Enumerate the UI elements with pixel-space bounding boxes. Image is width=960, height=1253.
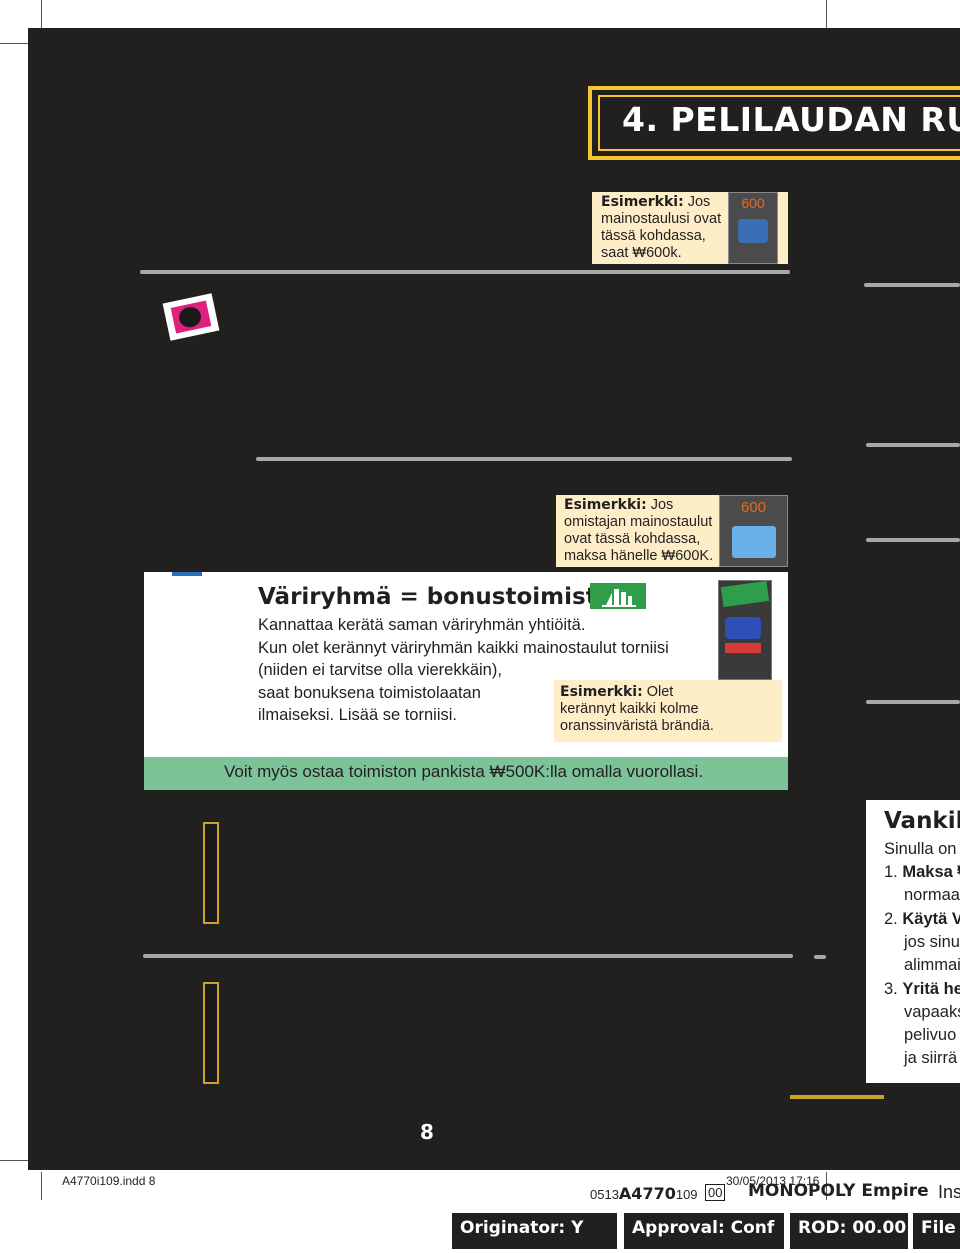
jail-option-cont: ja siirrä — [904, 1049, 958, 1067]
tower-stack-icon — [718, 580, 772, 680]
crop-mark — [0, 43, 28, 44]
board-road — [866, 443, 960, 447]
section-title: 4. PELILAUDAN RUU — [622, 100, 960, 139]
brand-logo-icon — [738, 219, 768, 243]
property-card-edge — [203, 822, 219, 924]
board-road — [256, 457, 792, 461]
slug-date: 30/05/2013 17:16 — [726, 1174, 820, 1188]
page-number: 8 — [420, 1120, 434, 1144]
rod-stamp: ROD: 00.00 — [790, 1213, 908, 1249]
jail-option-cont: alimmai — [904, 956, 960, 974]
jail-heading: Vankila — [884, 808, 960, 834]
jail-option: 2. Käytä V — [884, 910, 960, 928]
property-card-edge — [203, 982, 219, 1084]
office-purchase-note: Voit myös ostaa toimiston pankista ₩500K… — [224, 762, 704, 781]
slug-version: 00 — [705, 1184, 726, 1201]
slug-filename: A4770i109.indd 8 — [62, 1174, 156, 1188]
example-label: Esimerkki: — [601, 194, 684, 210]
board-road — [866, 538, 960, 542]
color-group-line: Kun olet kerännyt väriryhmän kaikki main… — [258, 639, 669, 657]
board-road — [143, 954, 793, 958]
board-road-gold — [790, 1095, 884, 1099]
jail-option-cont: pelivuo — [904, 1026, 957, 1044]
color-group-line: Kannattaa kerätä saman väriryhmän yhtiöi… — [258, 616, 586, 634]
color-group-heading: Väriryhmä = bonustoimisto — [258, 584, 613, 610]
slug-code: 0513A4770109 — [590, 1184, 698, 1203]
color-group-line: ilmaiseksi. Lisää se torniisi. — [258, 706, 457, 724]
panel-edge-tab — [172, 572, 202, 576]
example-note-color-group: Esimerkki: Olet kerännyt kaikki kolme or… — [554, 680, 782, 742]
example-label: Esimerkki: — [564, 497, 647, 513]
jail-option: 3. Yritä he — [884, 980, 960, 998]
crop-mark — [41, 1172, 42, 1200]
brand-logo-icon — [732, 526, 776, 558]
jail-panel: Vankila Sinulla on 1. Maksa ₩ normaa 2. … — [866, 800, 960, 1083]
crop-mark — [0, 1160, 28, 1161]
jail-option-cont: vapaaks — [904, 1003, 960, 1021]
slug-product: MONOPOLY Empire — [748, 1181, 929, 1201]
board-road — [814, 955, 826, 959]
billboard-price: 600 — [740, 499, 767, 516]
crop-mark — [41, 0, 42, 28]
jail-option: 1. Maksa ₩ — [884, 863, 960, 881]
board-road — [140, 270, 790, 274]
example-text: Jos mainostaulusi ovat tässä kohdassa, s… — [601, 194, 722, 261]
example-label: Esimerkki: — [560, 684, 643, 700]
crop-mark — [826, 0, 827, 28]
file-stamp: File N — [913, 1213, 960, 1249]
crop-mark — [826, 1172, 827, 1200]
jail-option-cont: jos sinu — [904, 933, 960, 951]
color-group-line: (niiden ei tarvitse olla vierekkäin), — [258, 661, 502, 679]
office-tile-icon — [590, 583, 646, 609]
billboard-card: 600 — [719, 495, 788, 567]
billboard-card: 600 — [728, 192, 778, 264]
example-text: Jos omistajan mainostaulut ovat tässä ko… — [564, 497, 714, 564]
header-inner-frame — [598, 95, 960, 151]
approval-stamp: Approval: Conf — [624, 1213, 784, 1249]
board-road — [864, 283, 960, 287]
jail-option-cont: normaa — [904, 886, 960, 904]
billboard-price: 600 — [741, 195, 765, 211]
office-purchase-bar — [144, 757, 788, 790]
color-group-line: saat bonuksena toimistolaatan — [258, 684, 481, 702]
jail-intro: Sinulla on — [884, 840, 957, 858]
originator-stamp: Originator: Y — [452, 1213, 617, 1249]
slug-ins: Ins — [938, 1182, 960, 1202]
header-frame — [588, 86, 960, 160]
board-road — [866, 700, 960, 704]
example-text: Olet kerännyt kaikki kolme oranssinväris… — [560, 684, 714, 734]
